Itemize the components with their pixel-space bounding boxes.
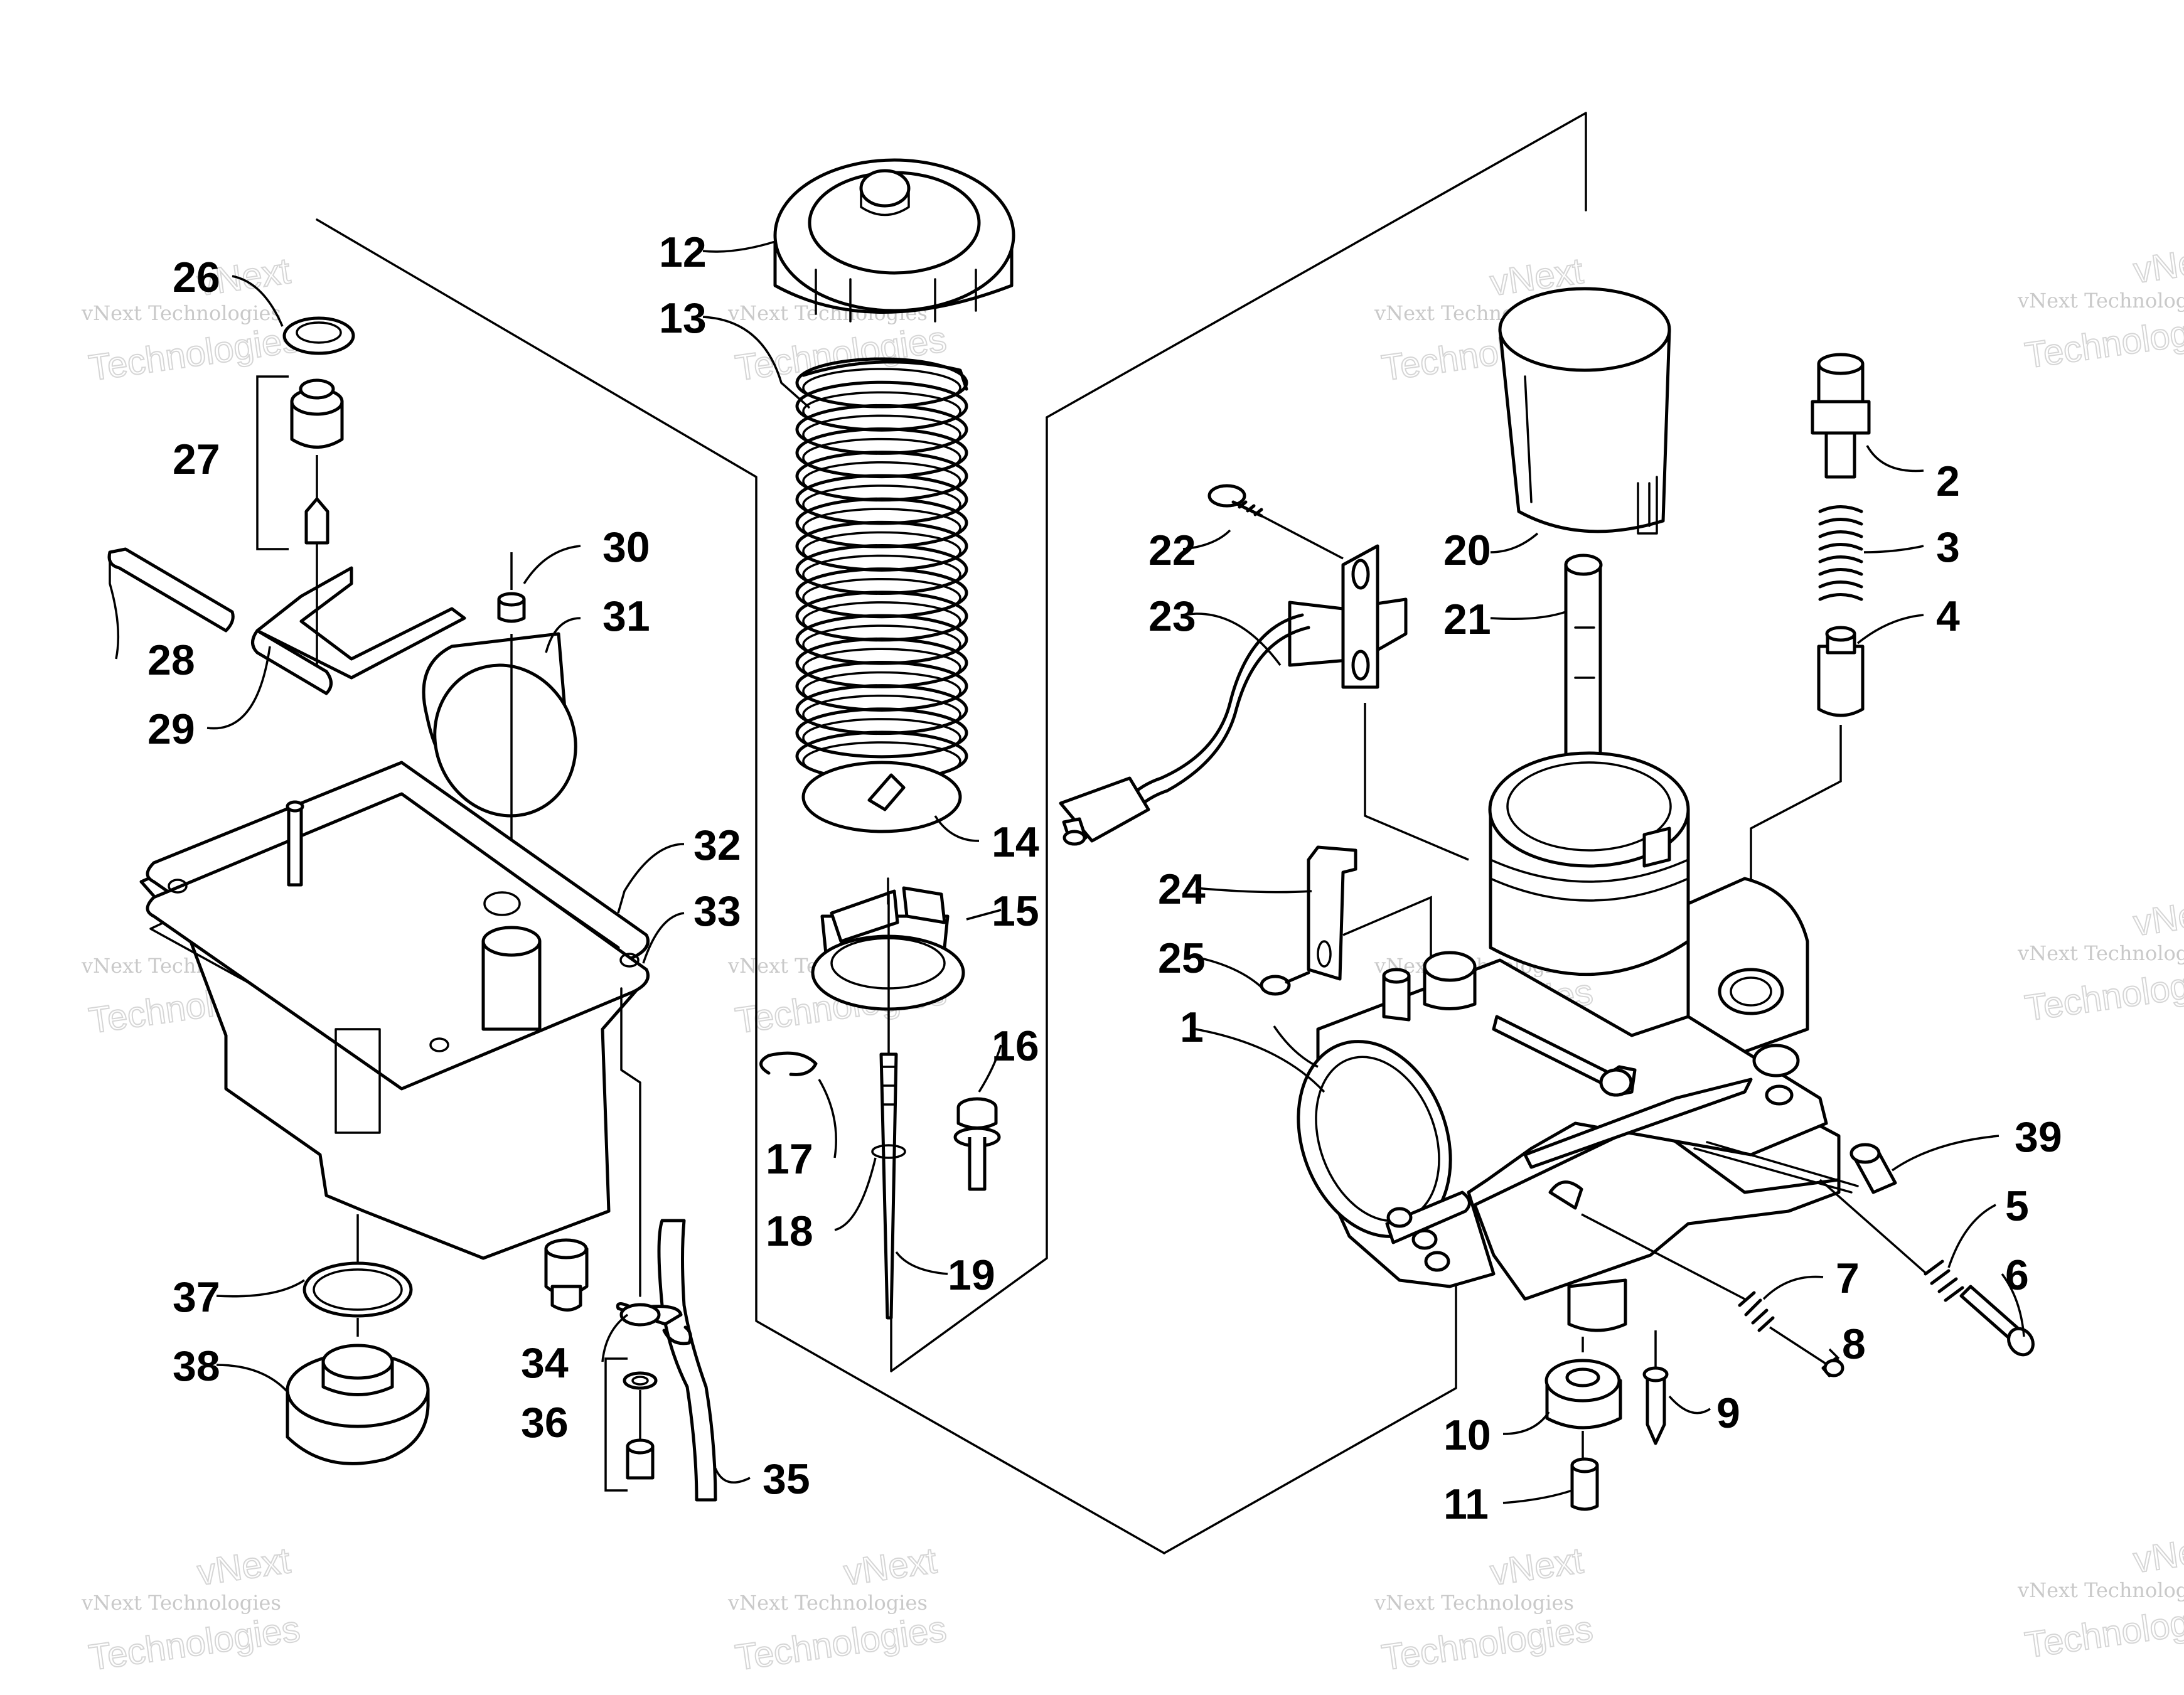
label-26: 26	[173, 254, 220, 301]
label-24: 24	[1158, 865, 1206, 913]
label-29: 29	[147, 705, 195, 753]
watermark-outline: vNext	[195, 1540, 292, 1593]
label-14: 14	[992, 818, 1039, 866]
watermark-outline: Technologies	[87, 319, 302, 388]
part-30-31-float	[422, 552, 577, 907]
watermark-text: vNext Technologies	[81, 1591, 281, 1615]
part-2-3-4-adjuster	[1750, 353, 1871, 979]
label-36: 36	[521, 1399, 569, 1446]
part-13-spring	[795, 357, 968, 782]
label-11: 11	[1443, 1480, 1489, 1528]
label-38: 38	[173, 1342, 220, 1390]
spring-top-end	[801, 360, 968, 391]
label-39: 39	[2015, 1113, 2062, 1161]
part-labels: 1 2 3 4 5 6 7 8 9 10 11 12 13 14 15 16 1…	[147, 228, 2062, 1528]
part-9-10-11-jets	[1544, 1330, 1669, 1511]
label-33: 33	[693, 887, 741, 935]
label-25: 25	[1158, 934, 1206, 982]
part-26-washer	[282, 316, 355, 355]
watermark-text: vNext Technologies	[1374, 1591, 1574, 1615]
watermark-outline: Technologies	[2023, 306, 2184, 376]
label-4: 4	[1936, 592, 1960, 640]
label-18: 18	[766, 1207, 813, 1255]
label-7: 7	[1836, 1254, 1860, 1302]
label-15: 15	[992, 887, 1039, 935]
part-20-cover	[1498, 287, 1671, 535]
label-17: 17	[766, 1135, 813, 1183]
label-3: 3	[1936, 523, 1960, 571]
label-13: 13	[659, 294, 707, 342]
label-10: 10	[1443, 1411, 1491, 1459]
part-34-35-36-hose	[604, 987, 717, 1502]
watermark-text: vNext Technologies	[81, 301, 281, 325]
watermark-text: vNext Technologies	[2017, 289, 2184, 313]
watermark-outline: vNext	[841, 1540, 939, 1593]
label-21: 21	[1443, 596, 1491, 643]
spring-coil-inner	[802, 718, 961, 758]
part-1-body	[1297, 751, 1859, 1332]
label-31: 31	[602, 592, 650, 640]
label-5: 5	[2005, 1182, 2029, 1230]
label-34: 34	[521, 1339, 569, 1387]
part-17-clip	[759, 1051, 818, 1076]
watermark-outline: vNext	[2131, 238, 2184, 291]
part-18-19-needle	[871, 1052, 906, 1320]
part-5-6-7-8-screws	[1581, 1179, 2035, 1377]
label-28: 28	[147, 636, 195, 684]
part-38-plug	[286, 1344, 430, 1465]
label-23: 23	[1148, 592, 1196, 640]
label-9: 9	[1716, 1389, 1740, 1437]
label-12: 12	[659, 228, 707, 276]
watermark-text: vNext Technologies	[2017, 941, 2184, 965]
watermark-text: vNext Technologies	[2017, 1578, 2184, 1602]
label-20: 20	[1443, 527, 1491, 574]
leader-lines	[109, 240, 2025, 1504]
label-1: 1	[1180, 1003, 1204, 1051]
label-6: 6	[2005, 1251, 2029, 1299]
watermark-outline: Technologies	[1379, 1608, 1595, 1678]
part-32-33-bowl	[139, 761, 650, 1312]
watermark-outline: Technologies	[87, 1608, 302, 1678]
watermark-outline: Technologies	[733, 319, 949, 388]
watermark-outline: vNext	[1487, 1540, 1585, 1593]
label-22: 22	[1148, 527, 1196, 574]
label-16: 16	[992, 1022, 1039, 1070]
part-22-23-sensor	[1059, 484, 1469, 861]
part-37-oring	[302, 1261, 413, 1337]
label-32: 32	[693, 821, 741, 869]
label-35: 35	[763, 1455, 810, 1503]
watermark-outline: vNext	[2131, 1527, 2184, 1581]
watermark-outline: Technologies	[733, 1608, 949, 1678]
part-12-cap	[773, 158, 1015, 323]
part-39-plug	[1849, 1143, 1897, 1194]
label-37: 37	[173, 1273, 220, 1321]
part-16-screw	[953, 1097, 1001, 1191]
label-19: 19	[948, 1251, 995, 1299]
watermark-outline: vNext	[2131, 890, 2184, 944]
label-27: 27	[173, 436, 220, 483]
part-14-washer	[801, 761, 962, 833]
label-2: 2	[1936, 457, 1960, 505]
label-8: 8	[1842, 1320, 1866, 1368]
watermark-outline: Technologies	[2023, 1596, 2184, 1666]
watermark-text: vNext Technologies	[727, 1591, 928, 1615]
watermark-outline: Technologies	[2023, 959, 2184, 1029]
label-30: 30	[602, 523, 650, 571]
part-27-valve	[256, 375, 344, 550]
